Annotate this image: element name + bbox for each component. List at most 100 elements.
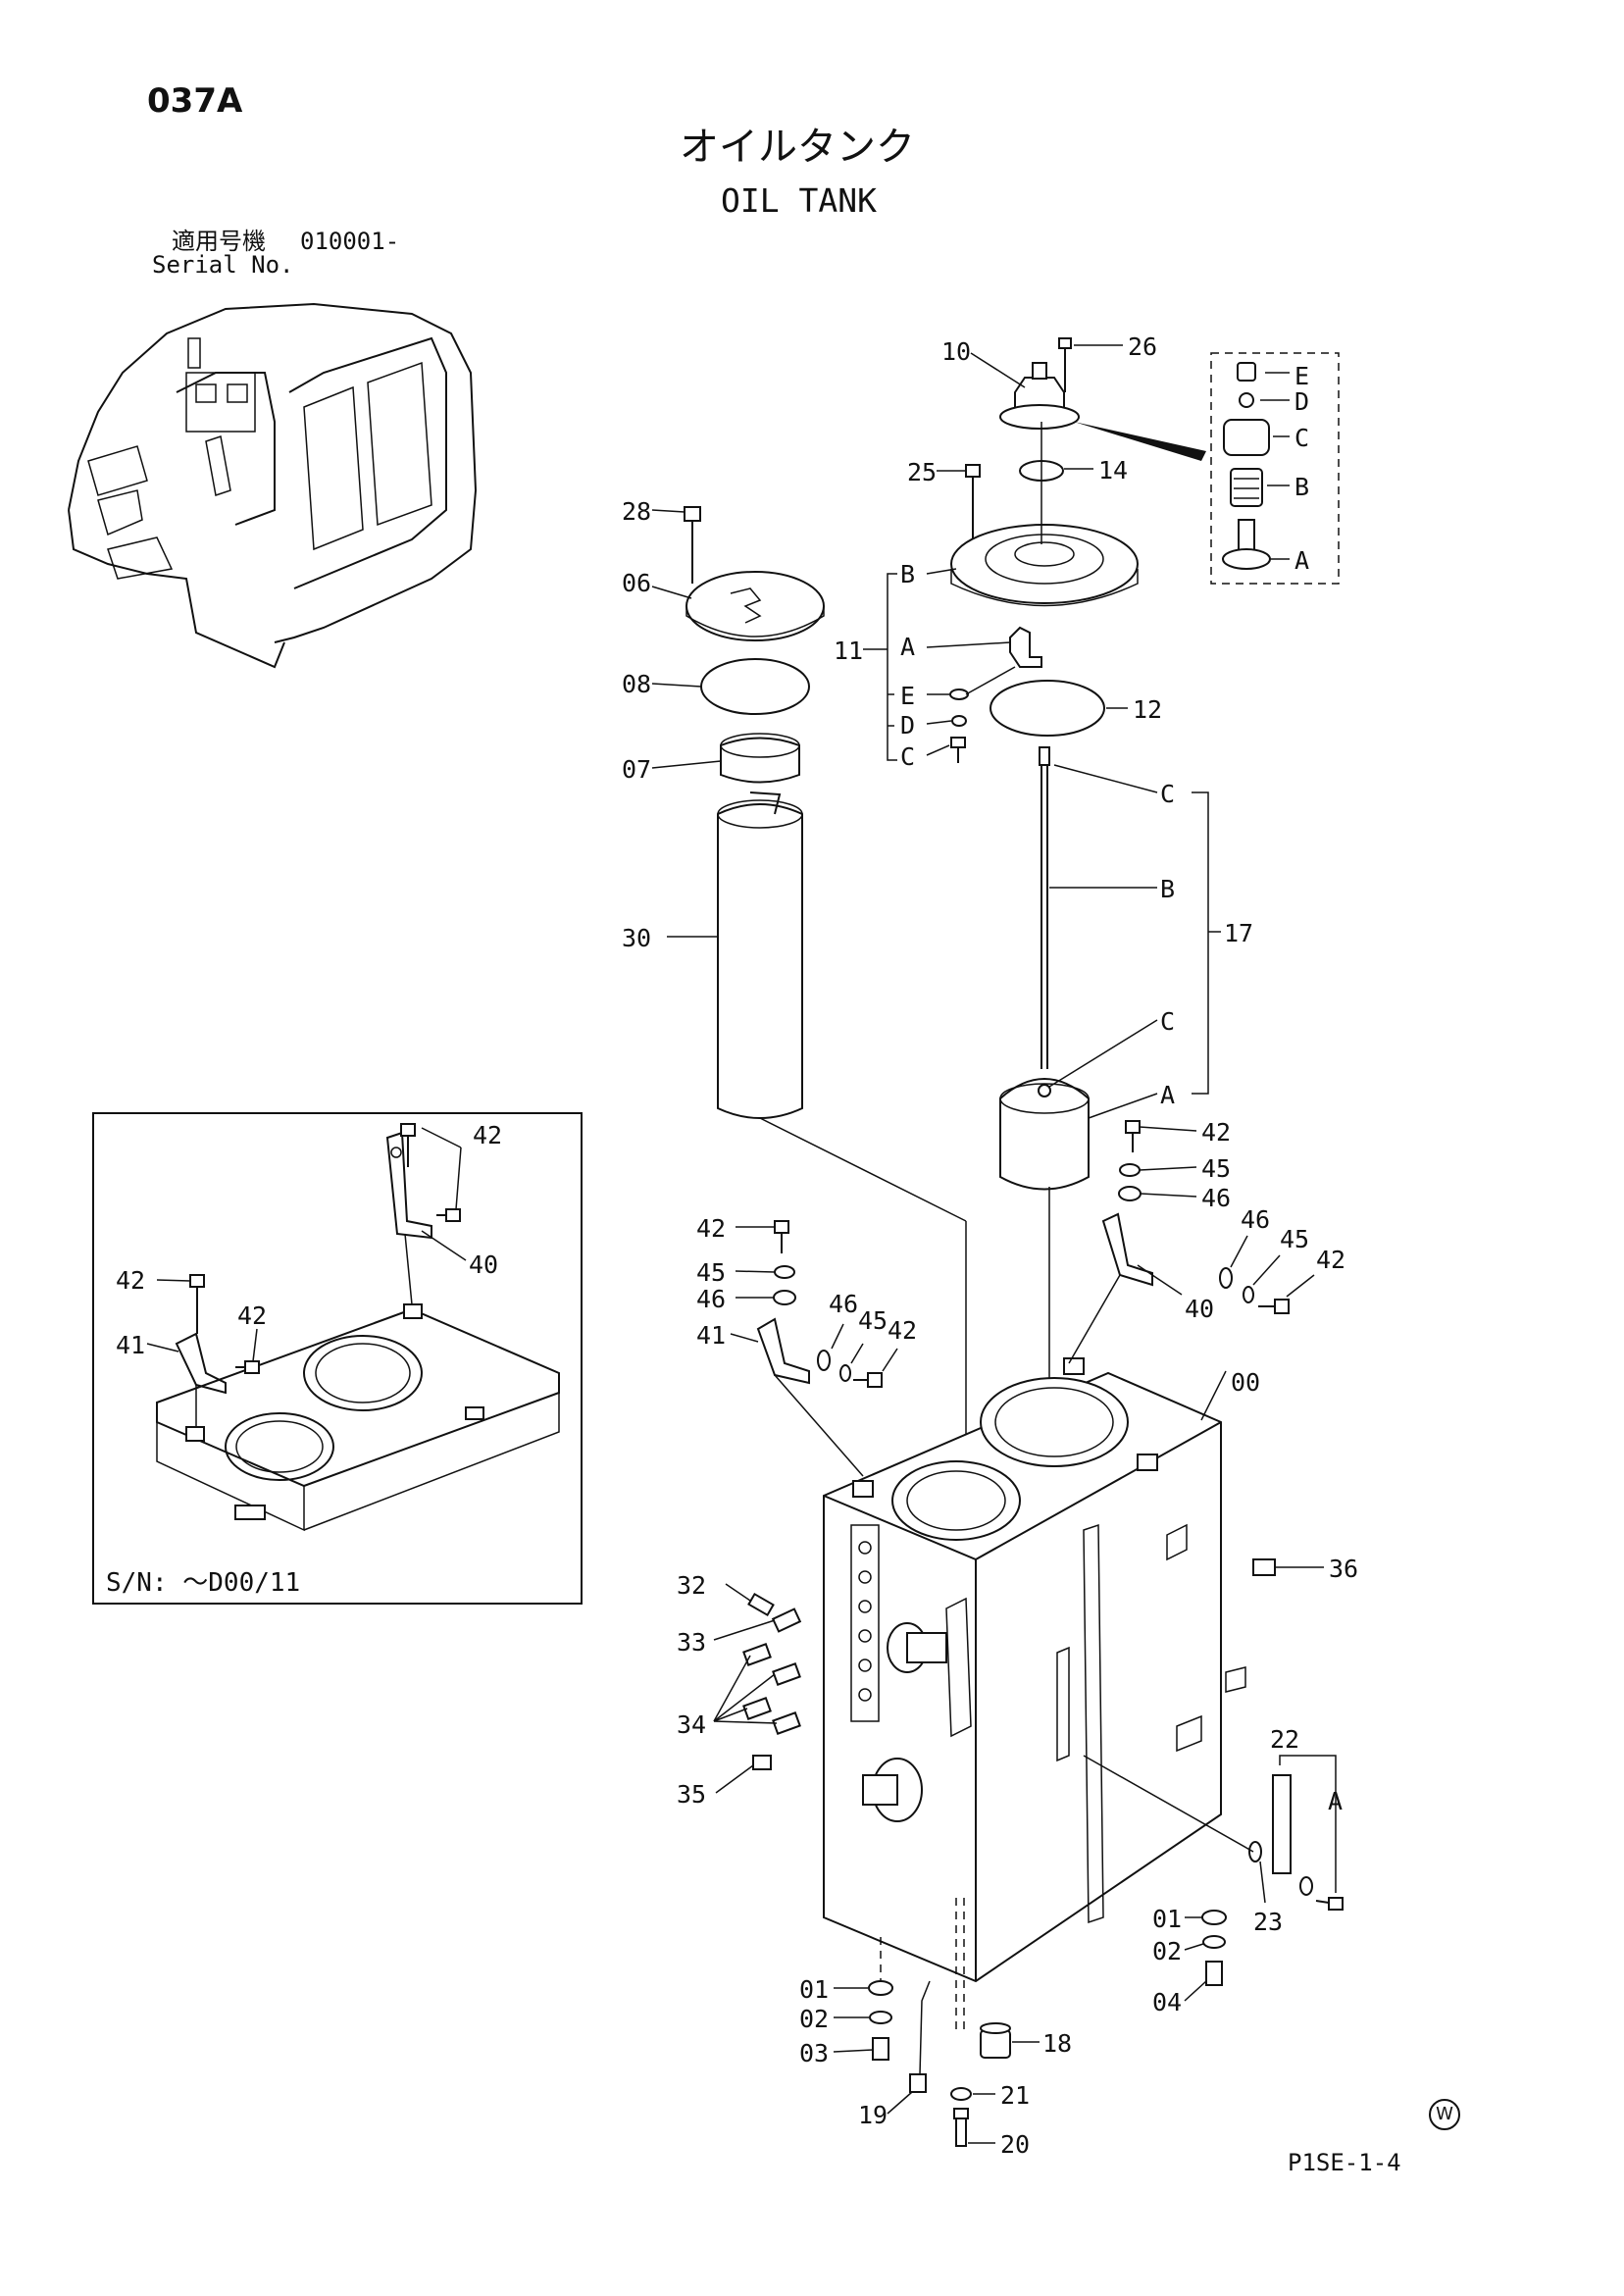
callout-30: 30 <box>622 924 651 952</box>
plug-icon <box>909 2073 927 2093</box>
callout-32: 32 <box>677 1571 706 1600</box>
drain-plug-group: 18 21 20 19 <box>858 1898 1072 2159</box>
bolt-icon <box>953 2108 969 2147</box>
callout-40: 40 <box>1185 1295 1214 1323</box>
breather-part-d <box>1239 392 1254 408</box>
strainer-sublabel-a: A <box>1160 1081 1175 1109</box>
callout-45: 45 <box>1280 1225 1309 1253</box>
callout-42: 42 <box>888 1316 917 1345</box>
machine-overview-illustration <box>68 302 478 669</box>
callout-00: 00 <box>1231 1368 1260 1397</box>
port-fittings: 32 33 34 35 <box>677 1571 802 1809</box>
cover-sublabel-a: A <box>900 633 915 661</box>
serial-label-english: Serial No. <box>152 251 294 279</box>
bolt-icon <box>400 1123 416 1167</box>
gasket-12: 12 <box>990 680 1162 737</box>
gasket-14: 14 25 <box>907 456 1128 549</box>
callout-45: 45 <box>696 1258 726 1287</box>
screw-icon <box>950 737 966 763</box>
callout-03: 03 <box>799 2039 829 2067</box>
callout-45: 45 <box>1201 1154 1231 1183</box>
inset-callout-42: 42 <box>473 1121 502 1149</box>
bolt-icon <box>1125 1120 1141 1152</box>
bolt-icon <box>872 2037 889 2061</box>
inset-variant-box: 42 40 42 42 41 S/N: ～D00/11 <box>92 1112 583 1605</box>
title-japanese: オイルタンク <box>680 125 915 170</box>
fitting-icon <box>771 1607 802 1633</box>
breather-detail-label-e: E <box>1294 362 1309 390</box>
bolt-icon <box>1205 1961 1223 1986</box>
cover-sublabel-e: E <box>900 682 915 710</box>
cover-sublabel-d: D <box>900 711 915 740</box>
plug-36: 36 <box>1252 1555 1358 1583</box>
gauge-sublabel-a: A <box>1328 1787 1343 1815</box>
callout-10: 10 <box>941 337 971 366</box>
screw-icon <box>1058 337 1072 392</box>
fitting-icon <box>772 1711 801 1735</box>
bolt-icon <box>189 1274 205 1334</box>
callout-02: 02 <box>799 2005 829 2033</box>
inset-callout-41: 41 <box>116 1331 145 1359</box>
fitting-icon <box>772 1662 801 1686</box>
callout-46: 46 <box>829 1290 858 1318</box>
callout-34: 34 <box>677 1710 706 1739</box>
callout-01: 01 <box>1152 1905 1182 1933</box>
breather-part-c <box>1223 419 1270 456</box>
suction-strainer-17: C B C A 17 <box>999 746 1253 1191</box>
cover-sublabel-c: C <box>900 742 915 771</box>
callout-11: 11 <box>834 637 863 665</box>
callout-12: 12 <box>1133 695 1162 724</box>
fitting-icon <box>742 1643 772 1666</box>
drain-left-group: 01 02 03 <box>799 1937 893 2067</box>
callout-21: 21 <box>1000 2081 1030 2110</box>
serial-value: 010001- <box>300 228 400 255</box>
callout-14: 14 <box>1098 456 1128 485</box>
return-filter-stack: 28 06 08 07 30 <box>622 497 1050 1501</box>
callout-22: 22 <box>1270 1725 1299 1754</box>
strainer-sublabel-c2: C <box>1160 1007 1175 1036</box>
callout-35: 35 <box>677 1780 706 1809</box>
callout-19: 19 <box>858 2101 888 2129</box>
drawing-code: P1SE-1-4 <box>1288 2149 1401 2176</box>
oil-tank-body-00: 00 <box>823 1357 1260 1983</box>
drain-right-group: 01 02 04 <box>1152 1905 1227 2016</box>
callout-42: 42 <box>1201 1118 1231 1147</box>
bolt-icon <box>1315 1897 1344 1911</box>
callout-25: 25 <box>907 458 937 486</box>
bolt-icon <box>235 1360 260 1374</box>
breather-part-a <box>1222 519 1271 570</box>
callout-06: 06 <box>622 569 651 597</box>
breather-assembly: E D C B A 10 26 <box>941 332 1340 585</box>
inset-callout-42: 42 <box>116 1266 145 1295</box>
inset-callout-40: 40 <box>469 1250 498 1279</box>
callout-36: 36 <box>1329 1555 1358 1583</box>
callout-41: 41 <box>696 1321 726 1350</box>
callout-01: 01 <box>799 1975 829 2004</box>
cover-sublabel-b: B <box>900 560 915 588</box>
breather-detail-label-b: B <box>1294 473 1309 501</box>
cover-assembly-11: B A E D C 11 <box>834 422 1139 771</box>
bolt-icon <box>1258 1299 1290 1314</box>
bracket-40-group: 40 42 45 46 46 45 42 <box>1068 1118 1345 1364</box>
level-gauge-22: 22 A 23 <box>1083 1725 1344 1936</box>
callout-45: 45 <box>858 1306 888 1335</box>
watermark-w-icon: W <box>1429 2099 1460 2130</box>
callout-08: 08 <box>622 670 651 698</box>
title-english: OIL TANK <box>721 181 877 220</box>
bolt-icon <box>774 1220 789 1253</box>
callout-18: 18 <box>1042 2029 1072 2058</box>
callout-33: 33 <box>677 1628 706 1657</box>
bolt-icon <box>853 1372 883 1388</box>
callout-26: 26 <box>1128 332 1157 361</box>
bracket-41-group: 41 42 45 46 46 45 42 <box>696 1214 917 1477</box>
bolt-icon <box>684 506 701 584</box>
serial-label-japanese: 適用号機 <box>172 228 266 255</box>
callout-07: 07 <box>622 755 651 784</box>
plug-icon <box>752 1755 772 1770</box>
strainer-sublabel-c: C <box>1160 780 1175 808</box>
callout-20: 20 <box>1000 2130 1030 2159</box>
callout-02: 02 <box>1152 1937 1182 1965</box>
breather-detail-label-d: D <box>1294 387 1309 416</box>
callout-46: 46 <box>1241 1205 1270 1234</box>
